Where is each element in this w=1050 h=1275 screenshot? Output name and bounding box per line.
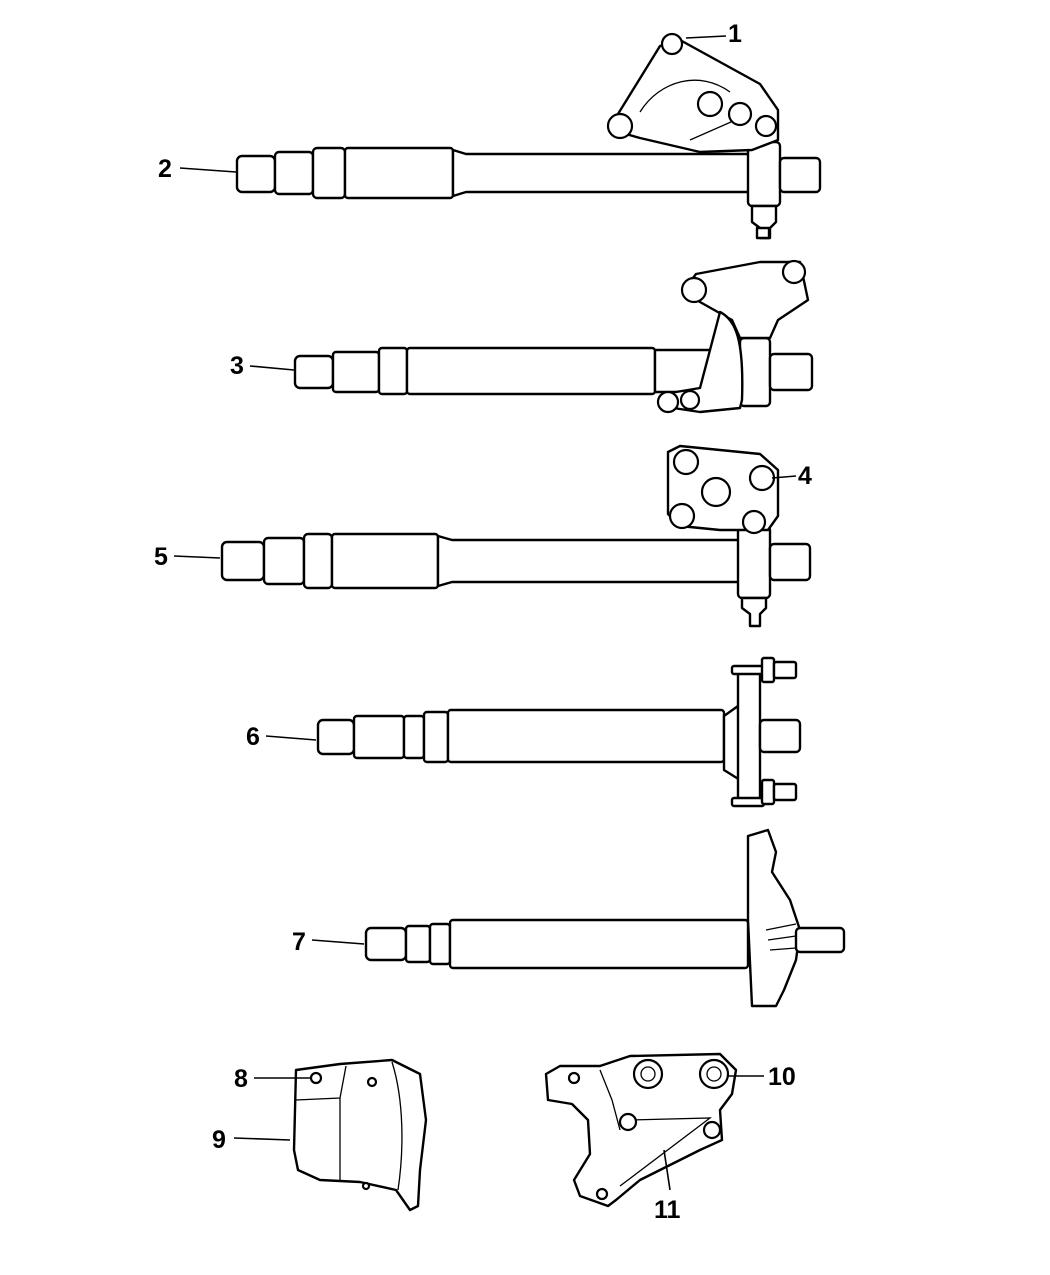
callout-10: 10 xyxy=(768,1063,796,1091)
mount-bracket-3[interactable] xyxy=(656,259,810,414)
leader-line-6 xyxy=(265,735,317,741)
leader-line-9 xyxy=(233,1137,291,1141)
callout-7: 7 xyxy=(292,928,306,956)
leader-line-11 xyxy=(663,1149,671,1191)
callout-9: 9 xyxy=(212,1126,226,1154)
leader-line-7 xyxy=(311,939,365,945)
mount-bracket-1[interactable] xyxy=(606,32,780,154)
leader-line-2 xyxy=(179,167,237,173)
callout-3: 3 xyxy=(230,352,244,380)
leader-line-5 xyxy=(173,555,221,559)
shaft-assembly-6[interactable] xyxy=(316,656,802,808)
callout-11: 11 xyxy=(654,1196,681,1224)
callout-4: 4 xyxy=(798,462,812,490)
shaft-assembly-5[interactable] xyxy=(220,524,812,628)
callout-6: 6 xyxy=(246,723,260,751)
leader-line-3 xyxy=(249,365,295,371)
callout-5: 5 xyxy=(154,543,168,571)
support-bracket-10[interactable] xyxy=(544,1052,738,1208)
callout-1: 1 xyxy=(728,20,742,48)
callout-2: 2 xyxy=(158,155,172,183)
mount-bracket-4[interactable] xyxy=(666,444,780,535)
shaft-assembly-2[interactable] xyxy=(235,140,822,240)
callout-8: 8 xyxy=(234,1065,248,1093)
leader-line-4 xyxy=(771,475,797,479)
heat-shield-9[interactable] xyxy=(292,1058,428,1212)
shaft-assembly-7[interactable] xyxy=(364,828,846,1008)
leader-line-1 xyxy=(685,35,727,39)
